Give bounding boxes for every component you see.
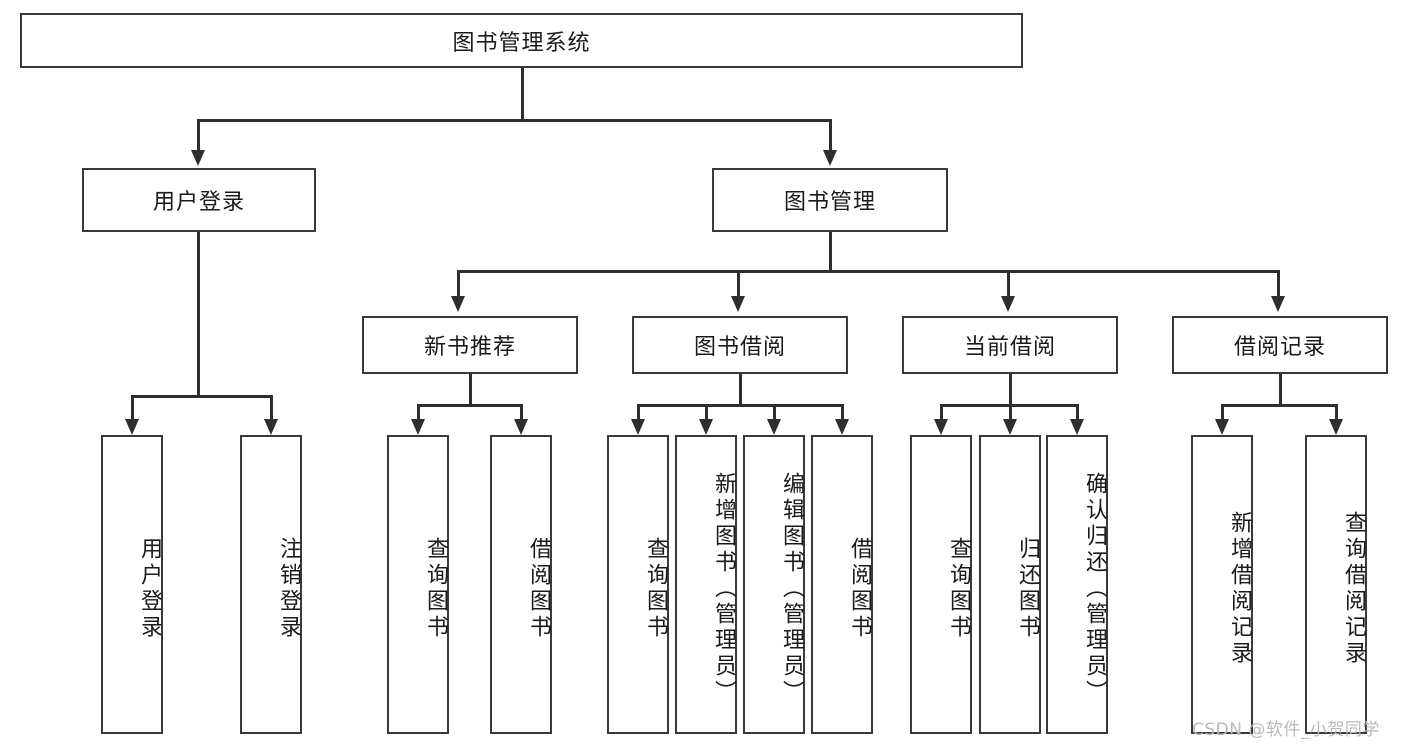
arrowhead-book-mgmt-new-book: [451, 296, 465, 312]
edge-current-borrow-to-leaf-1: [1009, 404, 1012, 422]
edge-user-login-bar: [132, 395, 272, 398]
edge-current-borrow-to-leaf-0: [940, 404, 943, 422]
node-label: 借阅图书: [847, 536, 872, 641]
arrowhead-user-login-leaf-0: [125, 419, 139, 435]
node-label: 注销登录: [276, 536, 301, 641]
leaf-book-borrow-query-book[interactable]: 查询图书: [607, 435, 669, 734]
node-borrow-record[interactable]: 借阅记录: [1172, 316, 1388, 374]
arrowhead-new-book-leaf-0: [411, 419, 425, 435]
leaf-user-login-login[interactable]: 用户登录: [101, 435, 163, 734]
edge-book-borrow-trunk: [739, 374, 742, 406]
arrowhead-root-to-user-login: [191, 150, 205, 166]
edge-book-mgmt-to-borrow: [737, 270, 740, 298]
leaf-current-borrow-confirm-return-admin[interactable]: 确认归还（管理员）: [1046, 435, 1108, 734]
node-book-borrow[interactable]: 图书借阅: [632, 316, 848, 374]
leaf-book-borrow-add-book-admin[interactable]: 新增图书（管理员）: [675, 435, 737, 734]
leaf-borrow-record-add-record[interactable]: 新增借阅记录: [1191, 435, 1253, 734]
node-new-book-recommend[interactable]: 新书推荐: [362, 316, 578, 374]
edge-root-trunk: [521, 68, 524, 121]
node-label: 借阅图书: [526, 536, 551, 641]
edge-current-borrow-trunk: [1009, 374, 1012, 406]
arrowhead-borrow-record-leaf-1: [1329, 419, 1343, 435]
node-label: 新书推荐: [423, 335, 516, 360]
arrowhead-book-mgmt-borrow: [731, 296, 745, 312]
leaf-borrow-record-query-record[interactable]: 查询借阅记录: [1305, 435, 1367, 734]
edge-book-mgmt-to-record: [1277, 270, 1280, 298]
edge-borrow-record-to-leaf-0: [1221, 404, 1224, 422]
node-label: 用户登录: [137, 536, 162, 641]
edge-new-book-to-leaf-0: [417, 404, 420, 422]
edge-book-borrow-to-leaf-3: [841, 404, 844, 422]
node-label: 确认归还（管理员）: [1082, 471, 1107, 706]
arrowhead-current-borrow-leaf-2: [1070, 419, 1084, 435]
node-label: 编辑图书（管理员）: [779, 471, 804, 706]
node-label: 查询图书: [946, 536, 971, 641]
edge-new-book-to-leaf-1: [520, 404, 523, 422]
edge-borrow-record-bar: [1222, 404, 1337, 407]
edge-root-to-book-mgmt: [829, 119, 832, 151]
edge-book-borrow-to-leaf-0: [637, 404, 640, 422]
node-user-login[interactable]: 用户登录: [82, 168, 316, 232]
node-current-borrow[interactable]: 当前借阅: [902, 316, 1118, 374]
arrowhead-current-borrow-leaf-1: [1003, 419, 1017, 435]
edge-borrow-record-to-leaf-1: [1335, 404, 1338, 422]
node-label: 图书管理: [783, 190, 876, 215]
arrowhead-new-book-leaf-1: [514, 419, 528, 435]
edge-book-mgmt-to-new-book: [457, 270, 460, 298]
edge-borrow-record-trunk: [1279, 374, 1282, 406]
edge-book-mgmt-bar: [458, 270, 1279, 273]
edge-book-mgmt-to-current: [1007, 270, 1010, 298]
leaf-current-borrow-query-book[interactable]: 查询图书: [910, 435, 972, 734]
node-label: 查询图书: [643, 536, 668, 641]
edge-new-book-bar: [418, 404, 522, 407]
edge-book-borrow-to-leaf-2: [773, 404, 776, 422]
arrowhead-book-borrow-leaf-0: [631, 419, 645, 435]
node-label: 新增借阅记录: [1227, 510, 1252, 667]
node-label: 归还图书: [1015, 536, 1040, 641]
edge-new-book-trunk: [469, 374, 472, 406]
arrowhead-book-borrow-leaf-3: [835, 419, 849, 435]
edge-book-mgmt-trunk: [829, 232, 832, 272]
leaf-book-borrow-borrow-book[interactable]: 借阅图书: [811, 435, 873, 734]
leaf-book-borrow-edit-book-admin[interactable]: 编辑图书（管理员）: [743, 435, 805, 734]
arrowhead-book-borrow-leaf-2: [767, 419, 781, 435]
node-label: 借阅记录: [1233, 335, 1326, 360]
leaf-new-book-query-book[interactable]: 查询图书: [387, 435, 449, 734]
arrowhead-book-mgmt-current: [1001, 296, 1015, 312]
node-label: 图书管理系统: [452, 30, 591, 56]
node-label: 查询借阅记录: [1341, 510, 1366, 667]
leaf-user-login-logout[interactable]: 注销登录: [240, 435, 302, 734]
arrowhead-borrow-record-leaf-0: [1215, 419, 1229, 435]
edge-current-borrow-to-leaf-2: [1076, 404, 1079, 422]
edge-user-login-trunk: [197, 232, 200, 397]
arrowhead-user-login-leaf-1: [264, 419, 278, 435]
arrowhead-book-borrow-leaf-1: [699, 419, 713, 435]
node-label: 图书借阅: [693, 335, 786, 360]
node-label: 用户登录: [152, 190, 245, 215]
edge-book-borrow-bar: [638, 404, 843, 407]
edge-root-to-user-login: [197, 119, 200, 151]
edge-root-bar: [198, 119, 832, 122]
edge-user-login-to-leaf-1: [270, 395, 273, 421]
arrowhead-book-mgmt-record: [1271, 296, 1285, 312]
node-book-management[interactable]: 图书管理: [712, 168, 948, 232]
watermark-csdn: CSDN @软件_小贺同学: [1192, 720, 1380, 740]
node-label: 新增图书（管理员）: [711, 471, 736, 706]
node-root-library-system[interactable]: 图书管理系统: [20, 13, 1023, 68]
edge-user-login-to-leaf-0: [131, 395, 134, 421]
node-label: 当前借阅: [963, 335, 1056, 360]
edge-book-borrow-to-leaf-1: [705, 404, 708, 422]
leaf-new-book-borrow-book[interactable]: 借阅图书: [490, 435, 552, 734]
arrowhead-root-to-book-mgmt: [823, 150, 837, 166]
leaf-current-borrow-return-book[interactable]: 归还图书: [979, 435, 1041, 734]
arrowhead-current-borrow-leaf-0: [934, 419, 948, 435]
node-label: 查询图书: [423, 536, 448, 641]
